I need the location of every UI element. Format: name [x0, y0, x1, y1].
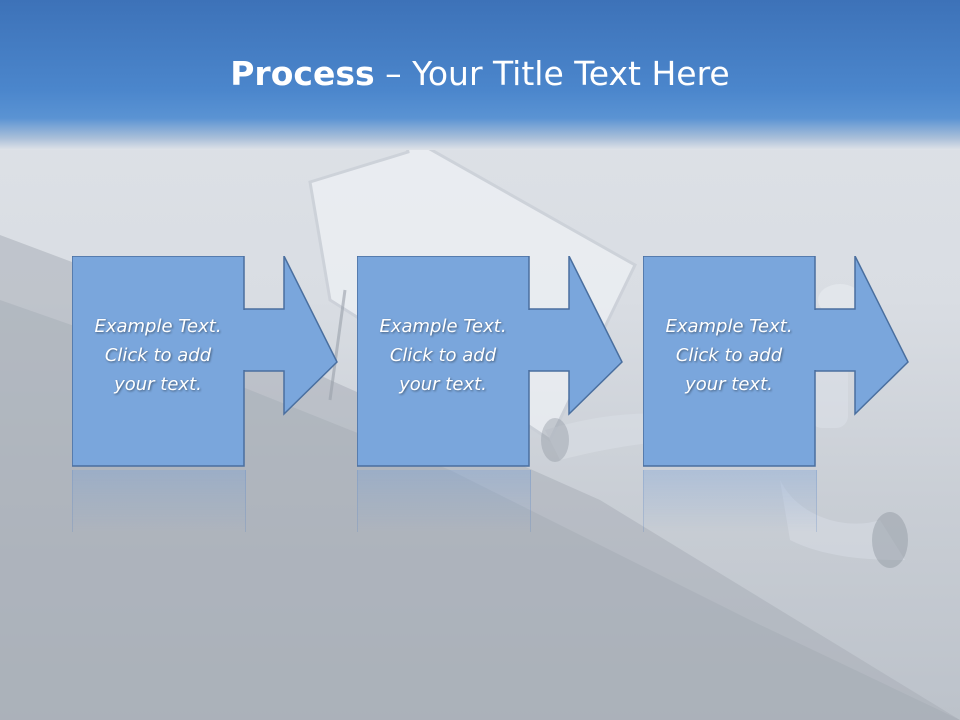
step-1-shape	[72, 256, 338, 467]
step-2-text[interactable]: Example Text. Click to add your text.	[357, 312, 529, 399]
runner-shoe-back	[541, 418, 569, 462]
title-bold: Process	[230, 54, 375, 93]
process-step-1[interactable]: Example Text. Click to add your text.	[72, 256, 392, 468]
step-2-arrow	[528, 256, 623, 416]
step-1-line-1: Example Text.	[94, 316, 222, 337]
step-3-arrow	[814, 256, 909, 416]
step-3-shape	[643, 256, 909, 467]
step-2-line-2: Click to add	[389, 345, 497, 366]
runner-head	[818, 284, 862, 316]
slide-title[interactable]: Process – Your Title Text Here	[0, 52, 960, 96]
runner-leg-front	[780, 480, 905, 560]
step-3-line-1: Example Text.	[665, 316, 793, 337]
step-2-line-3: your text.	[399, 374, 487, 395]
step-1-line-2: Click to add	[104, 345, 212, 366]
step-1-box	[72, 256, 245, 467]
step-1-line-3: your text.	[114, 374, 202, 395]
step-1-reflection	[72, 470, 246, 532]
process-step-2[interactable]: Example Text. Click to add your text.	[357, 256, 677, 468]
step-3-reflection	[643, 470, 817, 532]
runner-shoe	[872, 512, 908, 568]
step-2-reflection	[357, 470, 531, 532]
title-rest: – Your Title Text Here	[374, 54, 730, 93]
step-3-line-3: your text.	[685, 374, 773, 395]
step-2-shape	[357, 256, 623, 467]
step-1-text[interactable]: Example Text. Click to add your text.	[72, 312, 244, 399]
sign-pole	[328, 289, 347, 401]
step-1-arrow	[243, 256, 338, 416]
process-step-3[interactable]: Example Text. Click to add your text.	[643, 256, 960, 468]
step-3-text[interactable]: Example Text. Click to add your text.	[643, 312, 815, 399]
title-bar: Process – Your Title Text Here	[0, 0, 960, 150]
step-3-line-2: Click to add	[675, 345, 783, 366]
step-2-line-1: Example Text.	[379, 316, 507, 337]
